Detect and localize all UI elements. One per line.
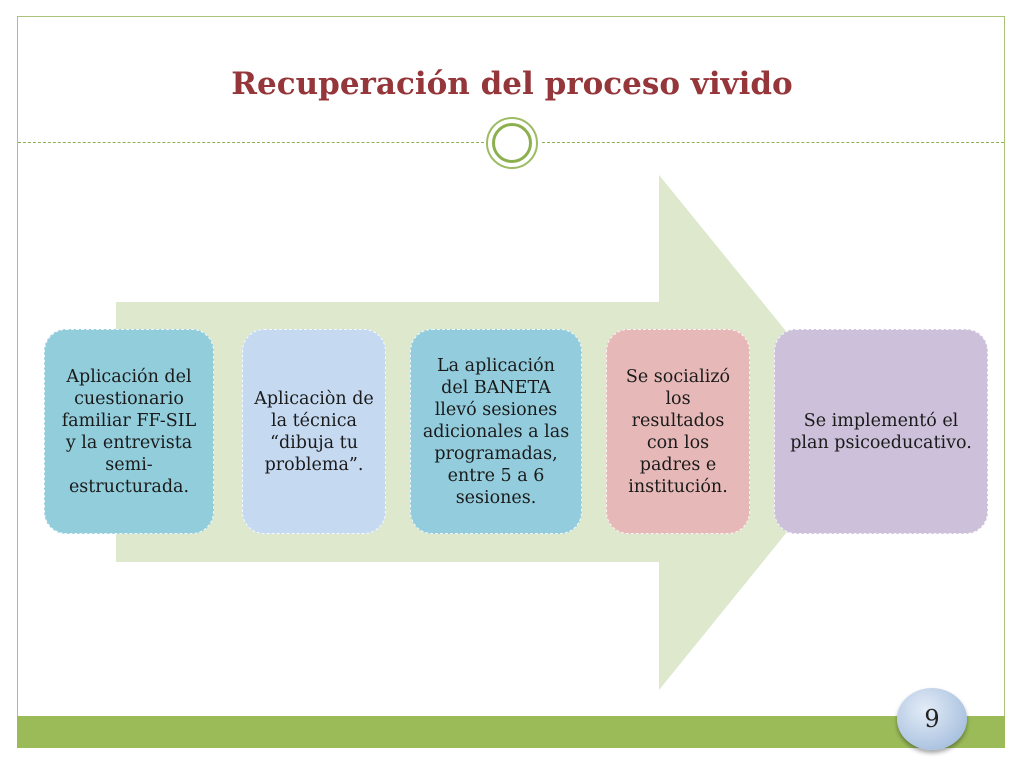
process-step-3-text: La aplicación del BANETA llevó sesiones … — [422, 355, 570, 508]
process-step-1-text: Aplicación del cuestionario familiar FF-… — [61, 366, 197, 497]
title-divider-right — [542, 142, 1004, 143]
title-divider-left — [18, 142, 484, 143]
process-step-1: Aplicación del cuestionario familiar FF-… — [44, 329, 214, 534]
footer-bar — [17, 716, 1005, 748]
process-step-3: La aplicación del BANETA llevó sesiones … — [410, 329, 582, 534]
slide-title: Recuperación del proceso vivido — [231, 66, 793, 102]
process-step-2-text: Aplicaciòn de la técnica “dibuja tu prob… — [254, 388, 374, 475]
divider-ring-inner — [492, 123, 532, 163]
process-step-4-text: Se socializó los resultados con los padr… — [625, 366, 731, 497]
process-step-5: Se implementó el plan psicoeducativo. — [774, 329, 988, 534]
page-number-badge: 9 — [897, 688, 967, 750]
process-step-5-text: Se implementó el plan psicoeducativo. — [790, 410, 972, 453]
process-step-4: Se socializó los resultados con los padr… — [606, 329, 750, 534]
page-number: 9 — [924, 705, 940, 733]
divider-ring-icon — [486, 117, 538, 169]
process-step-2: Aplicaciòn de la técnica “dibuja tu prob… — [242, 329, 386, 534]
